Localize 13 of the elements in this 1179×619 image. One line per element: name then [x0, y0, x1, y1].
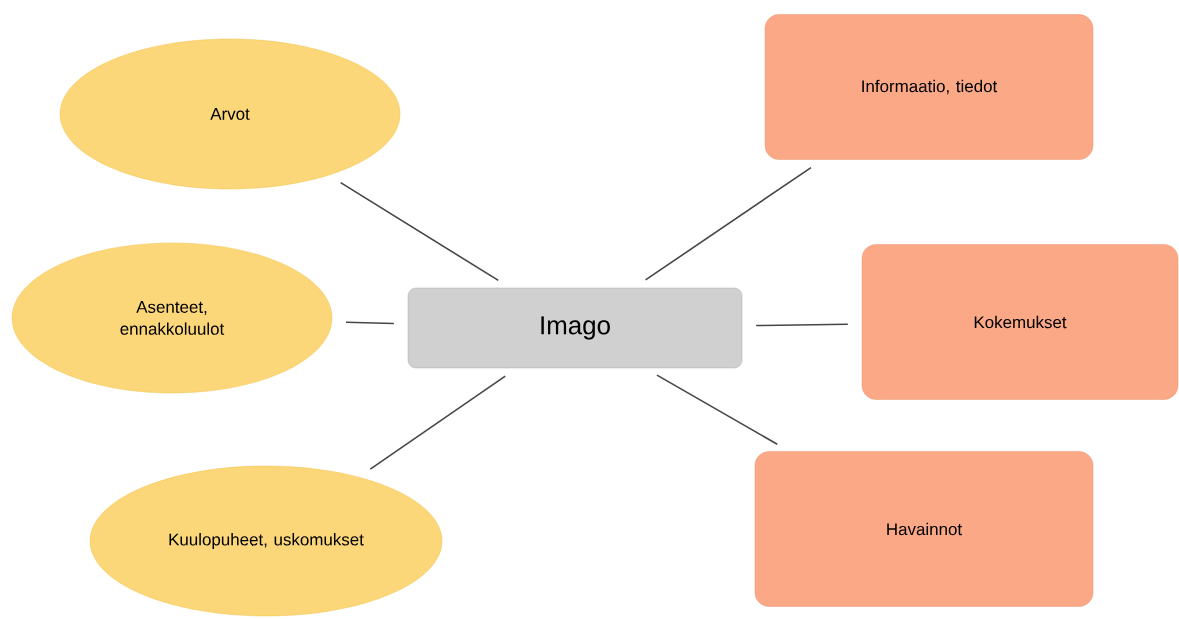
connector-line: [369, 375, 507, 470]
central-box: Imago: [407, 287, 743, 369]
ellipse-node: Arvot: [59, 38, 401, 190]
connector-line: [339, 181, 500, 282]
ellipse-node: Kuulopuheet, uskomukset: [89, 465, 443, 617]
ellipse-node: Asenteet, ennakkoluulot: [11, 242, 333, 394]
connector-line: [656, 374, 779, 446]
connector-line: [345, 321, 395, 325]
rounded-box: Havainnot: [754, 451, 1094, 607]
rounded-box: Kokemukset: [861, 244, 1179, 400]
connector-line: [755, 323, 849, 327]
connector-line: [644, 166, 812, 281]
rounded-box: Informaatio, tiedot: [764, 14, 1094, 160]
